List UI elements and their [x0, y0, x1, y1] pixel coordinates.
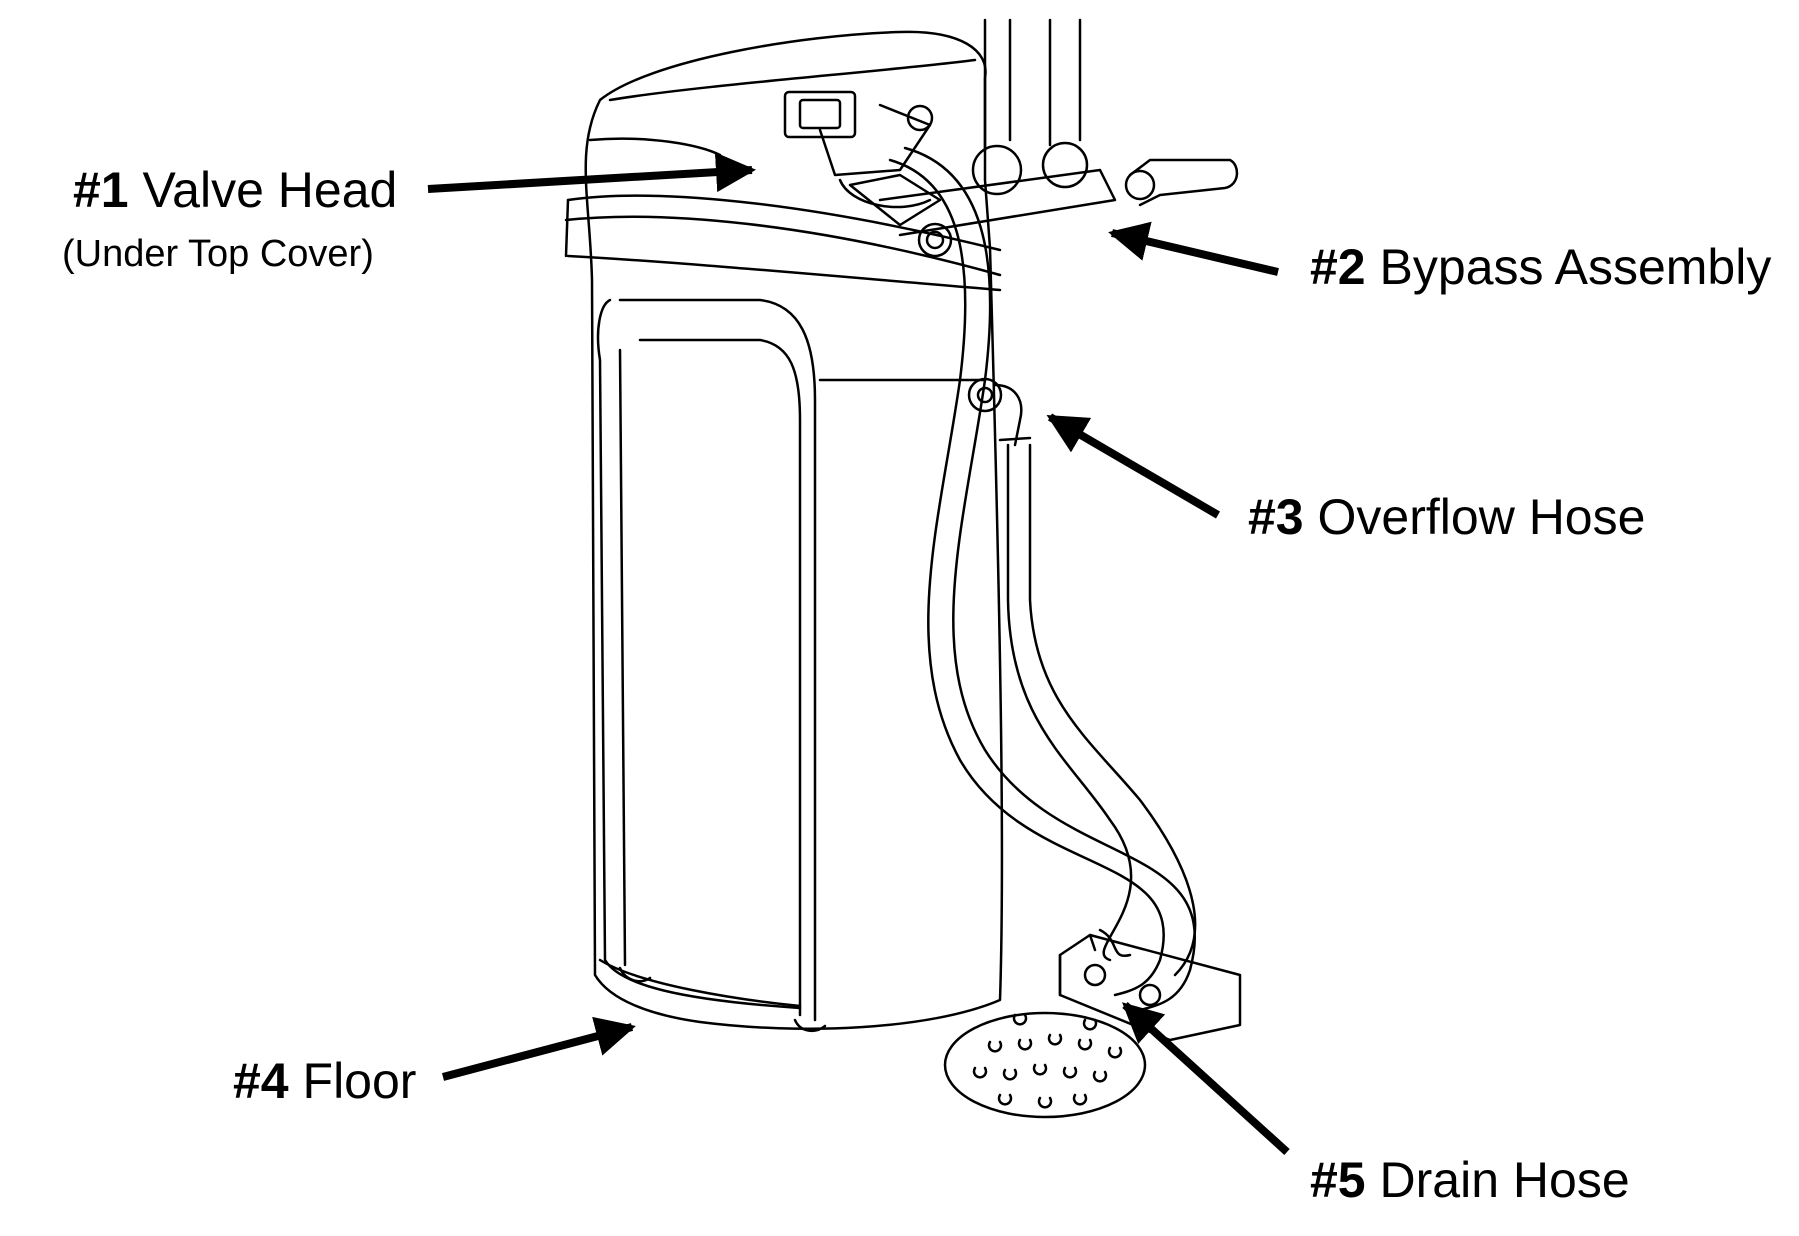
callout-2-text: Bypass Assembly [1379, 239, 1772, 295]
callout-3: #3 Overflow Hose [1248, 492, 1645, 542]
callout-1-text: Valve Head [142, 162, 398, 218]
callout-4-number: #4 [233, 1053, 289, 1109]
overflow-elbow [967, 377, 1032, 447]
bypass-assembly [878, 18, 1239, 237]
arrow-5 [1122, 1002, 1290, 1155]
callout-1-number: #1 [73, 162, 129, 218]
floor-drain-grate [943, 1011, 1147, 1119]
overflow-hose [1006, 443, 1197, 977]
callout-3-text: Overflow Hose [1317, 489, 1646, 545]
callout-5-text: Drain Hose [1379, 1152, 1630, 1208]
callout-2-number: #2 [1310, 239, 1366, 295]
callout-4: #4 Floor [233, 1056, 416, 1106]
arrow-2 [1108, 221, 1279, 276]
arrow-3 [1046, 413, 1221, 519]
arrow-1 [427, 152, 756, 193]
drain-hose [888, 146, 1197, 1012]
callout-4-text: Floor [302, 1053, 417, 1109]
callout-1-note: (Under Top Cover) [62, 233, 374, 275]
softener-cabinet [564, 30, 1004, 1033]
callout-5-number: #5 [1310, 1152, 1366, 1208]
callout-2: #2 Bypass Assembly [1310, 242, 1771, 292]
drain-block [1058, 928, 1242, 1042]
callout-3-number: #3 [1248, 489, 1304, 545]
callout-5: #5 Drain Hose [1310, 1155, 1630, 1205]
arrow-4 [441, 1016, 636, 1081]
callout-1: #1 Valve Head [73, 165, 397, 215]
valve-head [783, 90, 953, 258]
